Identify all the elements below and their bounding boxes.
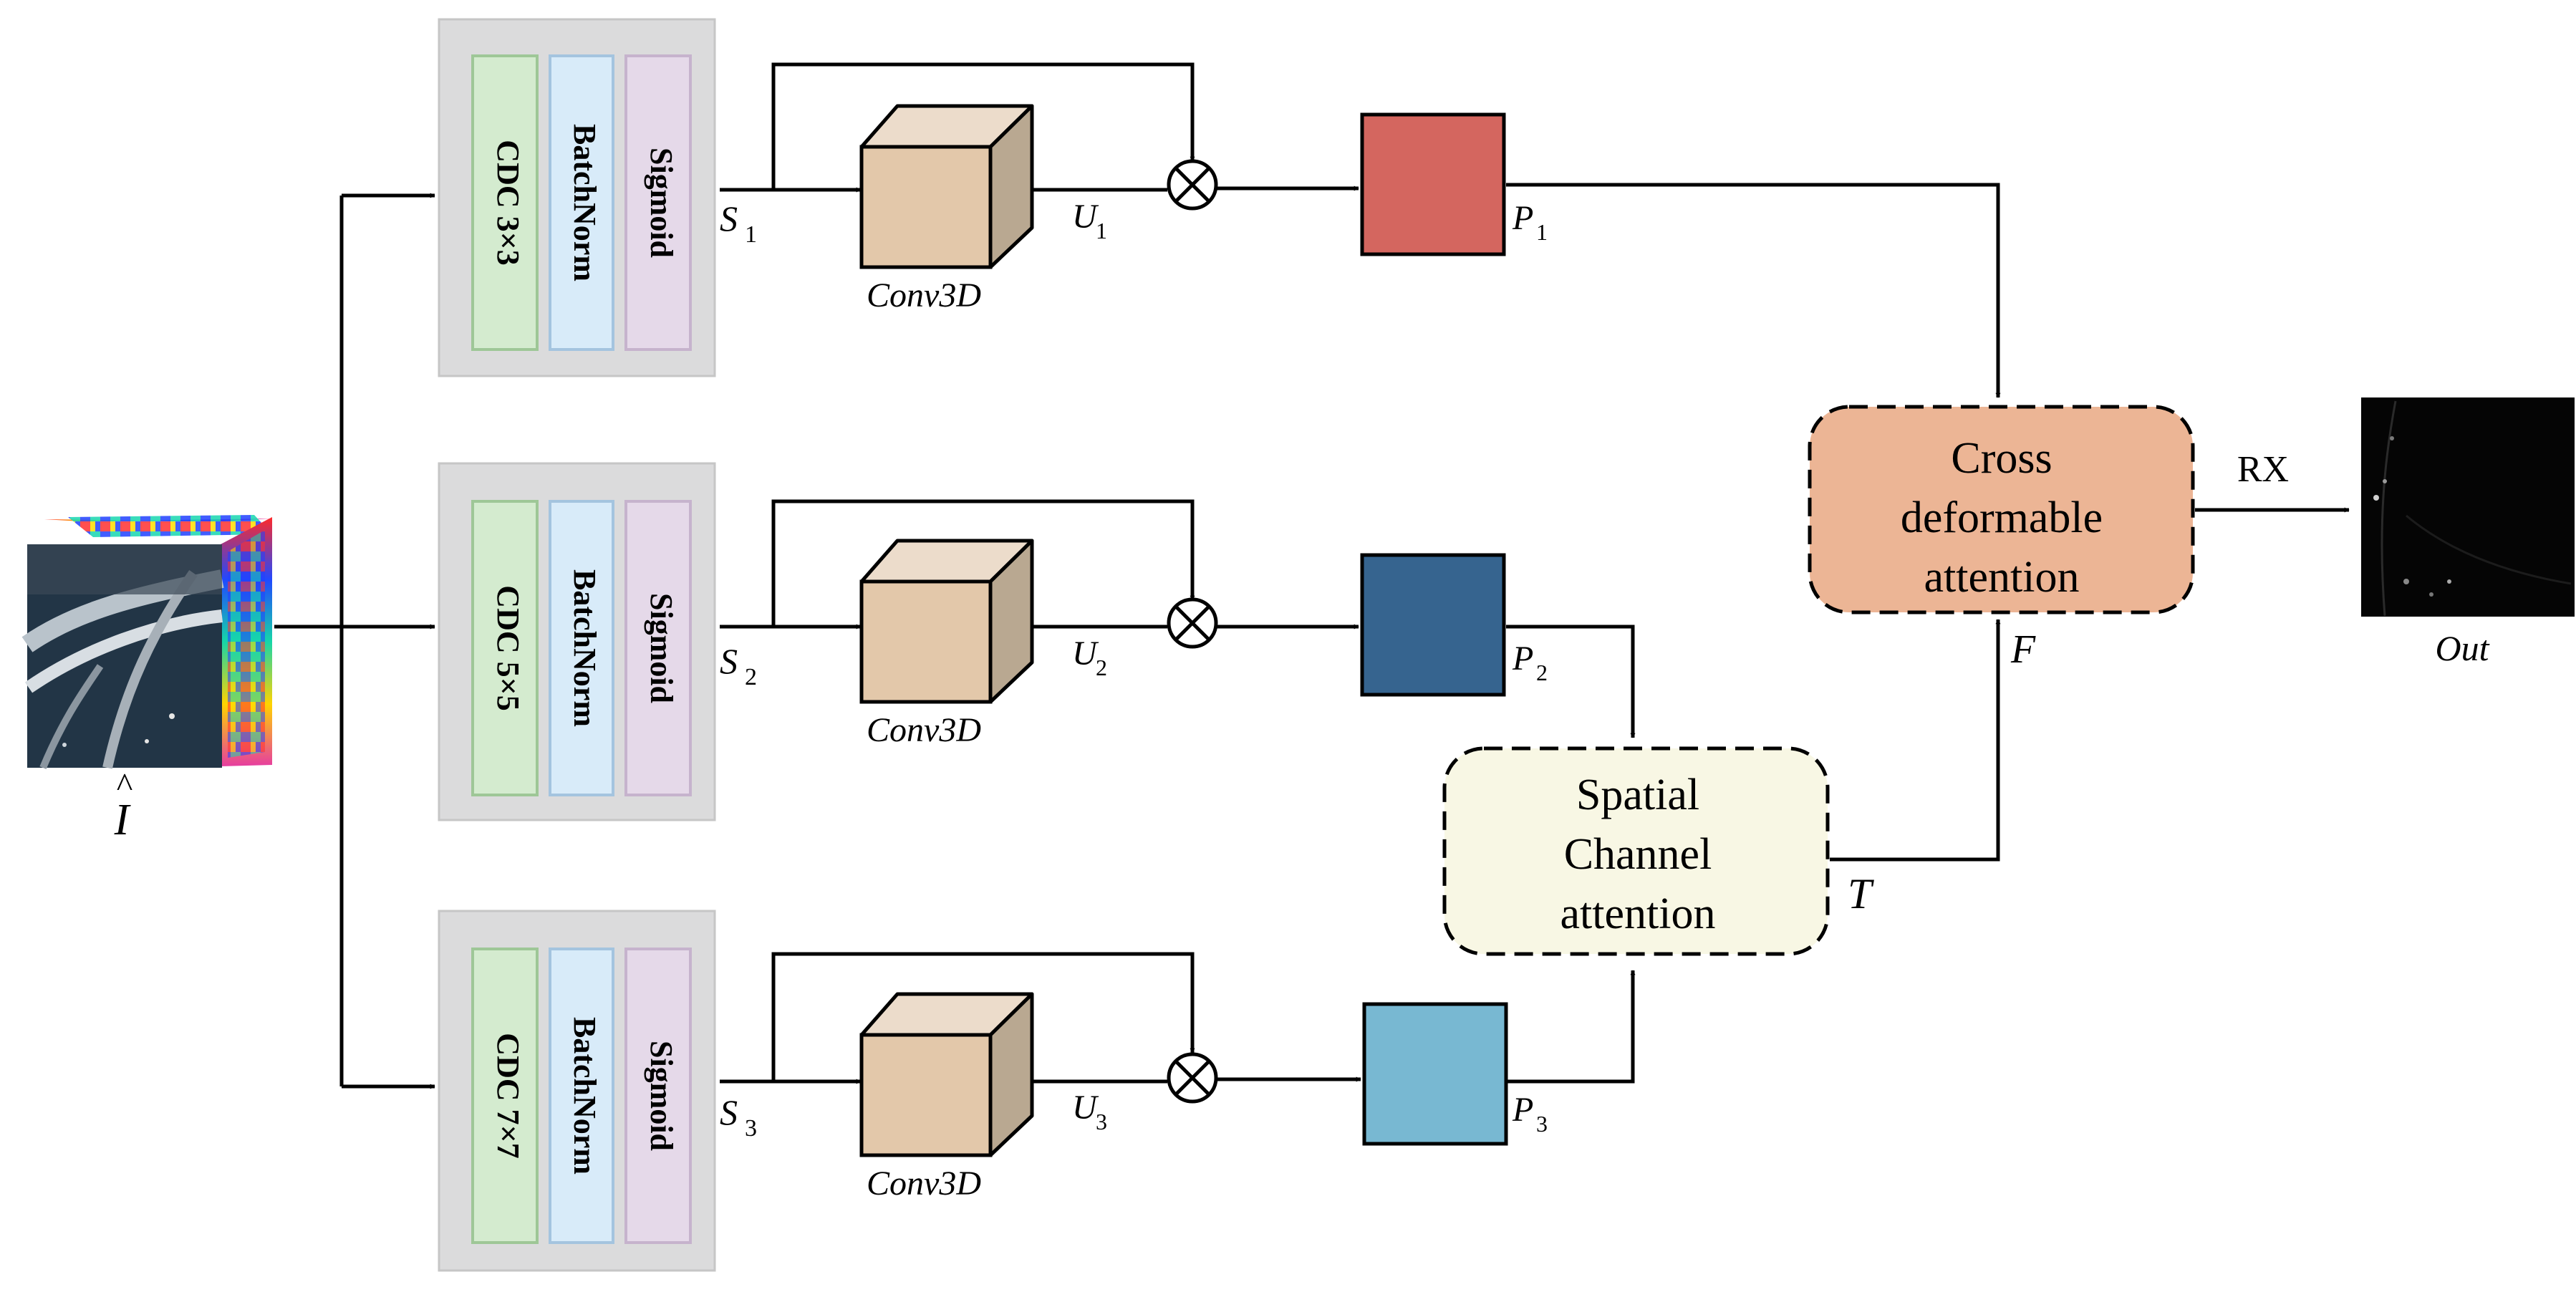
feature-map-p2 bbox=[1360, 553, 1506, 697]
t-label: T bbox=[1848, 870, 1874, 917]
conv3d-label: Conv3D bbox=[867, 711, 981, 749]
conv3d-cube bbox=[859, 539, 1034, 704]
sigmoid-label: Sigmoid bbox=[644, 1041, 679, 1151]
input-hat: ^ bbox=[117, 766, 133, 804]
s-subscript: 3 bbox=[745, 1115, 757, 1142]
multiply-op bbox=[1167, 1052, 1218, 1104]
sca-line-1: Spatial bbox=[1576, 771, 1699, 819]
p-subscript: 2 bbox=[1536, 660, 1548, 685]
branch-1: CDC 3×3 BatchNorm Sigmoid S 1 Conv3D U 1… bbox=[438, 18, 2001, 398]
cross-deformable-attention: Cross deformable attention bbox=[1808, 405, 2195, 614]
conv3d-label: Conv3D bbox=[867, 276, 981, 314]
sca-line-2: Channel bbox=[1564, 830, 1712, 879]
sigmoid-layer bbox=[624, 948, 692, 1244]
output-map bbox=[2356, 380, 2575, 627]
cdc-layer bbox=[471, 948, 539, 1244]
conv3d-label: Conv3D bbox=[867, 1165, 981, 1202]
sigmoid-layer bbox=[624, 54, 692, 351]
cdc-layer bbox=[471, 54, 539, 351]
cda-line-1: Cross bbox=[1951, 434, 2052, 483]
cda-line-3: attention bbox=[1924, 553, 2080, 602]
multiply-op bbox=[1167, 159, 1218, 211]
batchnorm-label: BatchNorm bbox=[567, 569, 602, 727]
u-label: U bbox=[1072, 198, 1099, 236]
rx-label: RX bbox=[2237, 449, 2289, 490]
spatial-channel-attention: Spatial Channel attention bbox=[1442, 746, 1830, 956]
u-subscript: 2 bbox=[1096, 655, 1107, 680]
s-label: S bbox=[720, 198, 738, 238]
p-label: P bbox=[1512, 1091, 1533, 1129]
s-subscript: 2 bbox=[745, 664, 757, 690]
batchnorm-layer bbox=[549, 54, 614, 351]
cda-line-2: deformable bbox=[1901, 493, 2103, 542]
cdc-layer bbox=[471, 500, 539, 796]
sca-line-3: attention bbox=[1560, 890, 1716, 938]
input-label: I bbox=[114, 796, 132, 844]
s-label: S bbox=[720, 641, 738, 681]
batchnorm-label: BatchNorm bbox=[567, 124, 602, 281]
p-label: P bbox=[1512, 640, 1533, 678]
batchnorm-layer bbox=[549, 948, 614, 1244]
feature-map-p3 bbox=[1362, 1002, 1508, 1146]
feature-map-p1 bbox=[1360, 112, 1506, 256]
multiply-op bbox=[1167, 597, 1218, 649]
sigmoid-layer bbox=[624, 500, 692, 796]
cdc-label: CDC 3×3 bbox=[491, 140, 526, 265]
u-label: U bbox=[1072, 635, 1099, 672]
conv3d-cube bbox=[859, 992, 1034, 1157]
u-subscript: 3 bbox=[1096, 1109, 1107, 1134]
batchnorm-layer bbox=[549, 500, 614, 796]
branch-3: CDC 7×7 BatchNorm Sigmoid S 3 Conv3D U 3… bbox=[438, 910, 1636, 1272]
f-label: F bbox=[2010, 627, 2036, 672]
input-hsi-cube bbox=[21, 515, 272, 769]
p-subscript: 3 bbox=[1536, 1111, 1548, 1137]
cdc-label: CDC 7×7 bbox=[491, 1033, 526, 1158]
conv3d-cube bbox=[859, 104, 1034, 269]
u-label: U bbox=[1072, 1089, 1099, 1127]
sigmoid-label: Sigmoid bbox=[644, 593, 679, 703]
branch-2: CDC 5×5 BatchNorm Sigmoid S 2 Conv3D U 2… bbox=[438, 462, 1636, 821]
batchnorm-label: BatchNorm bbox=[567, 1017, 602, 1175]
s-subscript: 1 bbox=[745, 221, 757, 248]
cdc-label: CDC 5×5 bbox=[491, 585, 526, 710]
s-label: S bbox=[720, 1092, 738, 1132]
output-label: Out bbox=[2436, 628, 2490, 668]
p-label: P bbox=[1512, 199, 1533, 237]
p-subscript: 1 bbox=[1536, 219, 1548, 245]
sigmoid-label: Sigmoid bbox=[644, 148, 679, 258]
u-subscript: 1 bbox=[1096, 218, 1107, 244]
